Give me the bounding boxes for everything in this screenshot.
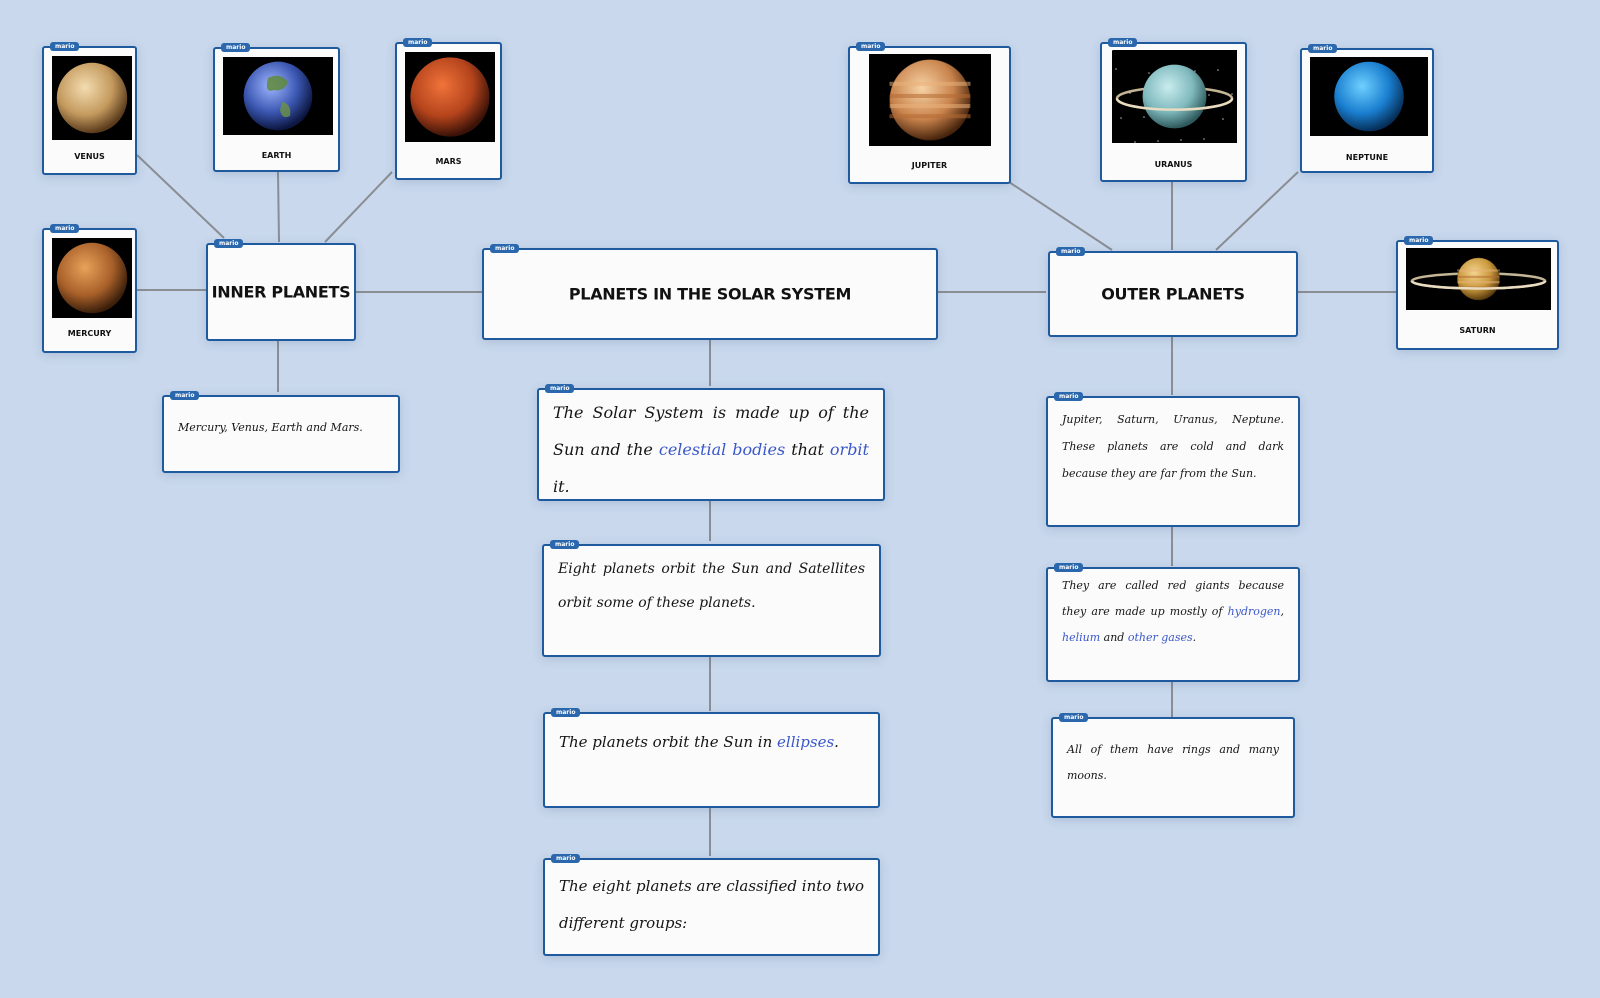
author-tag: mario xyxy=(50,224,80,233)
uranus-icon xyxy=(1111,49,1237,143)
outer-planets-topic-title: OUTER PLANETS xyxy=(1101,284,1245,304)
planet-caption: MARS xyxy=(435,157,462,166)
note-text: Eight planets orbit the Sun and Satellit… xyxy=(558,552,865,620)
author-tag: mario xyxy=(50,42,80,51)
note-text: The eight planets are classified into tw… xyxy=(559,868,864,942)
author-tag: mario xyxy=(545,384,575,393)
highlighted-term: orbit xyxy=(829,440,869,459)
author-tag: mario xyxy=(490,244,520,253)
jupiter-icon xyxy=(869,54,991,146)
author-tag: mario xyxy=(550,540,580,549)
planet-caption: EARTH xyxy=(261,151,292,160)
note-text: The planets orbit the Sun in ellipses. xyxy=(559,724,864,761)
central-topic-title: PLANETS IN THE SOLAR SYSTEM xyxy=(568,284,852,304)
highlighted-term: celestial bodies xyxy=(658,440,786,459)
note-text-segment: . xyxy=(1192,631,1197,644)
note-text: All of them have rings and many moons. xyxy=(1067,737,1279,789)
highlighted-term: hydrogen xyxy=(1227,605,1281,618)
author-tag: mario xyxy=(1054,392,1084,401)
author-tag: mario xyxy=(1308,44,1338,53)
author-tag: mario xyxy=(1054,563,1084,572)
highlighted-term: helium xyxy=(1062,631,1101,644)
note-text-segment: . xyxy=(834,733,839,751)
note-text-segment: Mercury, Venus, Earth and Mars. xyxy=(178,421,363,434)
planet-caption: MERCURY xyxy=(67,329,112,338)
author-tag: mario xyxy=(1059,713,1089,722)
earth-icon xyxy=(223,57,333,135)
note-text-segment: it. xyxy=(553,477,570,496)
author-tag: mario xyxy=(221,43,251,52)
planet-caption: NEPTUNE xyxy=(1345,153,1389,162)
note-text: Jupiter, Saturn, Uranus, Neptune. These … xyxy=(1062,406,1284,487)
author-tag: mario xyxy=(403,38,433,47)
connector-line-13 xyxy=(1215,171,1299,251)
author-tag: mario xyxy=(1404,236,1434,245)
highlighted-term: ellipses xyxy=(777,733,835,751)
author-tag: mario xyxy=(214,239,244,248)
note-text: Mercury, Venus, Earth and Mars. xyxy=(178,417,384,439)
author-tag: mario xyxy=(551,708,581,717)
connector-line-0 xyxy=(136,154,225,239)
connector-line-1 xyxy=(277,171,280,243)
note-text-segment: that xyxy=(785,440,830,459)
saturn-icon xyxy=(1406,248,1551,310)
note-text-segment: The planets orbit the Sun in xyxy=(559,733,778,751)
note-text: They are called red giants because they … xyxy=(1062,573,1284,651)
venus-icon xyxy=(52,56,132,140)
note-text-segment: Jupiter, Saturn, Uranus, Neptune. These … xyxy=(1062,413,1284,480)
planet-caption: URANUS xyxy=(1154,160,1193,169)
author-tag: mario xyxy=(551,854,581,863)
note-text: The Solar System is made up of the Sun a… xyxy=(553,394,869,505)
planet-caption: VENUS xyxy=(74,152,105,161)
note-text-segment: , xyxy=(1280,605,1285,618)
note-text-segment: The Solar System is made up of the Sun a… xyxy=(553,403,869,459)
neptune-icon xyxy=(1310,57,1428,136)
author-tag: mario xyxy=(856,42,886,51)
mars-icon xyxy=(405,52,495,142)
author-tag: mario xyxy=(170,391,200,400)
planet-caption: SATURN xyxy=(1459,326,1496,335)
note-text-segment: The eight planets are classified into tw… xyxy=(559,877,864,932)
note-text-segment: Eight planets orbit the Sun and Satellit… xyxy=(558,561,865,611)
mercury-icon xyxy=(52,238,132,318)
planet-caption: JUPITER xyxy=(911,161,948,170)
author-tag: mario xyxy=(1108,38,1138,47)
inner-planets-topic-title: INNER PLANETS xyxy=(211,282,351,302)
note-text-segment: and xyxy=(1100,631,1128,644)
connector-line-11 xyxy=(1005,179,1113,251)
highlighted-term: other gases xyxy=(1127,631,1193,644)
connector-line-2 xyxy=(324,171,393,243)
author-tag: mario xyxy=(1056,247,1086,256)
note-text-segment: They are called red giants because they … xyxy=(1062,579,1284,618)
note-text-segment: All of them have rings and many moons. xyxy=(1067,743,1279,782)
